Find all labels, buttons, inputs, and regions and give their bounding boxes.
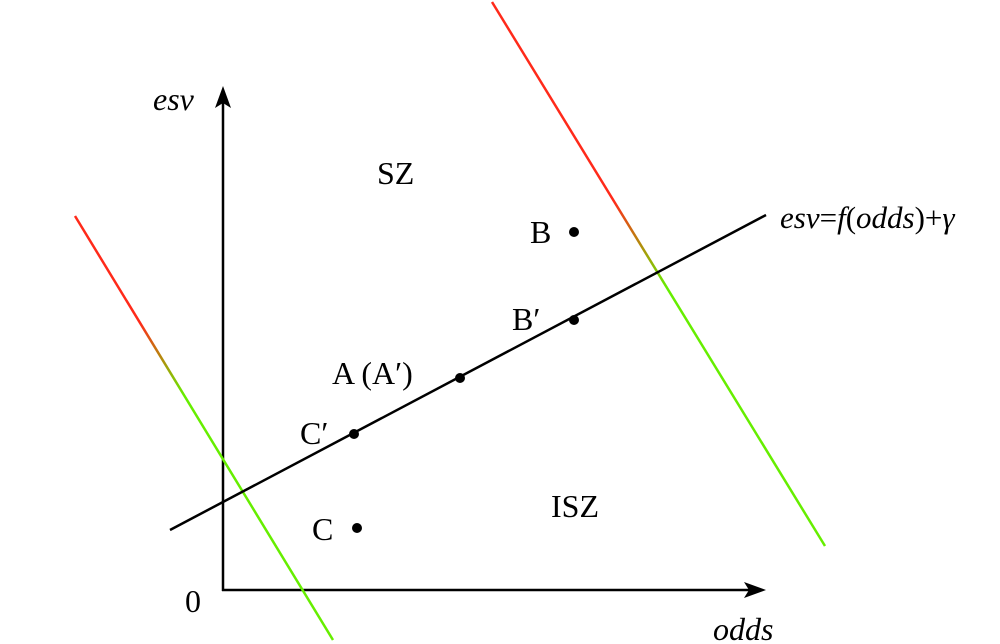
point-C-prime-label: C′ xyxy=(300,415,328,451)
region-isz-label: ISZ xyxy=(551,488,599,524)
point-B-prime-label: B′ xyxy=(512,301,540,337)
left-boundary-line xyxy=(73,215,335,641)
point-A-label: A (A′) xyxy=(332,355,413,391)
point-B xyxy=(569,227,579,237)
point-A xyxy=(455,373,465,383)
point-B-prime xyxy=(569,315,579,325)
x-axis-arrow-icon xyxy=(744,582,766,598)
y-axis-label: esv xyxy=(153,81,195,117)
region-sz-label: SZ xyxy=(377,155,414,191)
x-axis-label: odds xyxy=(713,611,773,644)
right-boundary-line xyxy=(490,1,827,547)
point-C-label: C xyxy=(312,511,333,547)
point-C-prime xyxy=(349,429,359,439)
origin-label: 0 xyxy=(185,583,201,619)
point-B-label: B xyxy=(530,214,551,250)
function-equation-label: esv=f(odds)+γ xyxy=(780,200,955,235)
esv-function-line xyxy=(169,213,767,532)
y-axis-arrow-icon xyxy=(215,86,231,108)
point-C xyxy=(352,523,362,533)
